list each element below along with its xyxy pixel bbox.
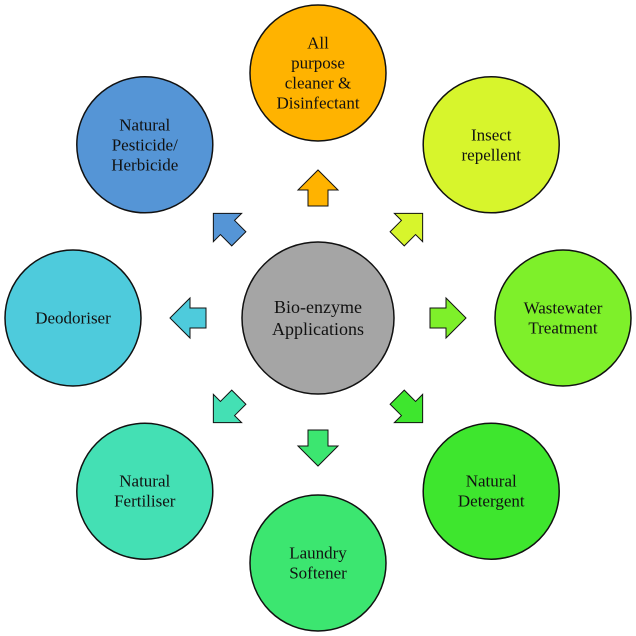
node-label-line: Laundry bbox=[289, 544, 347, 563]
node-label-line: repellent bbox=[462, 145, 522, 164]
arrow-to-deodoriser bbox=[169, 296, 207, 340]
node-circle bbox=[249, 494, 387, 632]
node-label-line: Deodoriser bbox=[35, 309, 111, 328]
arrows-layer bbox=[169, 169, 467, 467]
node-label-line: Natural bbox=[119, 472, 170, 491]
node-circle bbox=[494, 249, 632, 387]
node-label-line: Fertiliser bbox=[114, 492, 176, 511]
node-label-line: All bbox=[307, 34, 329, 53]
node-label-line: Softener bbox=[289, 564, 347, 583]
node-label-line: Bio-enzyme bbox=[274, 297, 362, 317]
node-circle bbox=[76, 422, 214, 560]
node-deodoriser: Deodoriser bbox=[4, 249, 142, 387]
node-label-line: Applications bbox=[272, 319, 364, 339]
node-label-line: Natural bbox=[466, 472, 517, 491]
arrow-to-laundry-softener bbox=[296, 429, 340, 467]
node-label-line: Treatment bbox=[528, 319, 598, 338]
arrow-to-natural-detergent bbox=[389, 389, 424, 424]
node-label-line: Insect bbox=[471, 125, 512, 144]
node-label-line: Pesticide/ bbox=[112, 135, 178, 154]
center-circle bbox=[241, 241, 395, 395]
node-circle bbox=[76, 76, 214, 214]
arrow-to-natural-pesticide bbox=[212, 212, 247, 247]
node-label-line: cleaner & bbox=[285, 74, 352, 93]
node-circle bbox=[249, 4, 387, 142]
node-label-line: Natural bbox=[119, 115, 170, 134]
arrow-to-all-purpose-cleaner bbox=[296, 169, 340, 207]
node-label-line: Disinfectant bbox=[276, 94, 359, 113]
node-label-line: Detergent bbox=[458, 492, 525, 511]
node-circle bbox=[4, 249, 142, 387]
arrow-to-wastewater-treatment bbox=[429, 296, 467, 340]
node-label-line: Wastewater bbox=[524, 299, 603, 318]
node-label-line: Herbicide bbox=[111, 155, 178, 174]
node-circle bbox=[422, 76, 560, 214]
arrow-to-natural-fertiliser bbox=[212, 389, 247, 424]
arrow-to-insect-repellent bbox=[389, 212, 424, 247]
node-label-line: purpose bbox=[291, 54, 345, 73]
node-circle bbox=[422, 422, 560, 560]
